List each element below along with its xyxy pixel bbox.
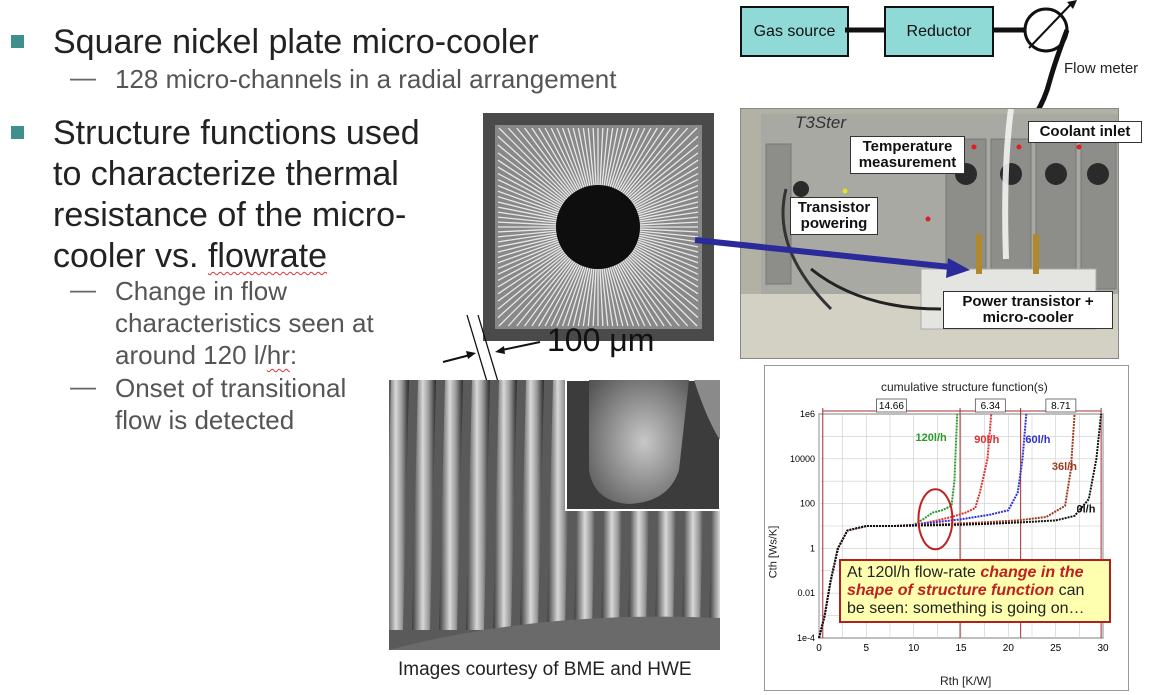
bullet-2-line-2: to characterize thermal [53,155,399,193]
sub-bullet-3-line-2: flow is detected [115,405,295,435]
bullet-1-text: Square nickel plate micro-cooler [53,23,539,61]
t3ster-label: T3Ster [795,113,847,132]
scale-bar [442,314,541,386]
y-axis-label: Cth [Ws/K] [767,525,780,579]
bullet-marker [11,35,24,48]
bullet-2-line-1: Structure functions used [53,114,420,152]
sub-bullet-2-line-1: Change in flow [115,276,287,306]
y-tick-label: 1e6 [800,409,815,419]
x-tick-label: 15 [955,643,967,654]
sem-channels-photo [385,379,733,650]
dash-marker: — [70,62,96,92]
flow-meter-label: Flow meter [1064,60,1139,77]
transistor-label: Transistor powering [790,197,878,235]
y-tick-label: 1 [810,543,815,553]
structure-function-chart: 120l/h 90l/h 60l/h 36l/h 0l/h 14.66 6.34 8.71 0… [764,365,1129,691]
sub-bullet-3-line-1: Onset of transitional [115,373,347,403]
x-tick-label: 5 [864,643,870,654]
x-tick-label: 10 [908,643,920,654]
dash-marker: — [70,371,96,401]
x-tick-label: 25 [1050,643,1062,654]
scale-label: 100 μm [547,322,655,358]
sub-bullet-2-line-2: characteristics seen at [115,308,374,338]
flow-line [845,0,1077,117]
x-tick-label: 30 [1097,643,1109,654]
gas-source-box: Gas source [740,6,849,57]
series-label: 120l/h [916,432,947,444]
bullet-2-line-4: cooler vs. flowrate [53,237,328,275]
x-tick-label: 0 [816,643,822,654]
interval-label: 14.66 [879,401,904,412]
series-label: 36l/h [1052,461,1077,473]
sub-bullet-2-line-3: around 120 l/hr: [115,340,298,370]
radial-channels [495,125,702,329]
y-tick-label: 1e-4 [797,633,815,643]
series-label: 60l/h [1025,434,1050,446]
x-axis-label: Rth [K/W] [940,674,992,688]
image-caption: Images courtesy of BME and HWE [398,659,692,680]
x-tick-label: 20 [1003,643,1015,654]
micro-cooler-photo [483,113,714,341]
power-transistor-label: Power transistor + micro-cooler [943,291,1113,329]
series-label: 0l/h [1076,504,1095,516]
interval-label: 6.34 [981,401,1001,412]
interval-label: 8.71 [1051,401,1071,412]
y-tick-label: 0.01 [797,588,815,598]
blue-arrow [694,237,970,278]
bullet-2-line-3: resistance of the micro- [53,196,407,234]
sub-bullet-1: 128 micro-channels in a radial arrangeme… [115,64,617,94]
coolant-label: Coolant inlet [1028,121,1142,143]
bullet-marker [11,126,24,139]
series-label: 90l/h [974,434,999,446]
y-tick-label: 10000 [790,454,815,464]
dash-marker: — [70,274,96,304]
temperature-label: Temperature measurement [850,136,965,174]
annotation-box: At 120l/h flow-rate change in the shape … [839,559,1111,623]
y-tick-label: 100 [800,499,815,509]
chart-title: cumulative structure function(s) [881,380,1048,394]
series-line [818,413,1103,639]
reductor-box: Reductor [884,6,994,57]
